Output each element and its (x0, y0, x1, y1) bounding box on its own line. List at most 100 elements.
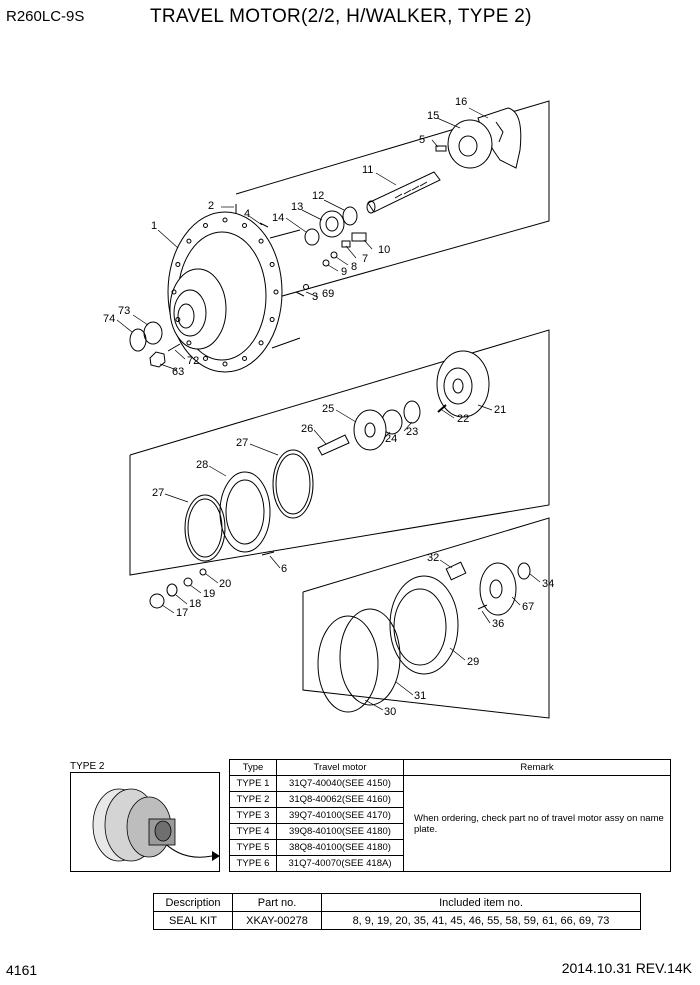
motor-cell: 39Q8-40100(SEE 4180) (276, 823, 404, 840)
callout-28: 28 (196, 459, 209, 471)
bolt-hole (171, 289, 177, 295)
callout-24: 24 (385, 433, 398, 445)
callout-34: 34 (542, 578, 555, 590)
part-25-retainer-plate (353, 409, 387, 451)
callout-16: 16 (455, 96, 468, 108)
part-10-piston (351, 232, 367, 242)
table-row: SEAL KIT XKAY-00278 8, 9, 19, 20, 35, 41… (153, 911, 641, 930)
part-63-nut (149, 351, 166, 368)
type-table: Type Travel motor Remark TYPE 1 31Q7-400… (229, 759, 671, 872)
bolt-hole (273, 289, 279, 295)
type-cell: TYPE 1 (229, 775, 277, 792)
callout-29: 29 (467, 656, 480, 668)
part-69-oring (303, 284, 309, 290)
included-items-header: Included item no. (321, 893, 641, 912)
callout-27-upper: 27 (236, 437, 249, 449)
part-no-cell: XKAY-00278 (232, 911, 322, 930)
date-revision: 2014.10.31 REV.14K (561, 960, 692, 976)
part-21-cylinder-block (436, 350, 490, 418)
callout-26: 26 (301, 423, 314, 435)
callout-67: 67 (522, 601, 535, 613)
callout-20: 20 (219, 578, 232, 590)
callout-8: 8 (351, 261, 358, 273)
part-72-screw (167, 343, 181, 352)
part-26-piston (317, 434, 350, 456)
part-30-seal (317, 615, 379, 713)
remark-header: Remark (403, 759, 671, 776)
part-3-plug (295, 291, 305, 297)
part-67-plate (479, 562, 517, 616)
remark-cell: When ordering, check part no of travel m… (403, 775, 671, 872)
bolt-hole (202, 222, 208, 228)
table-row: TYPE 2 31Q8-40062(SEE 4160) (229, 791, 671, 808)
callout-4: 4 (244, 208, 251, 220)
part-6-pin (261, 551, 275, 556)
part-36-pin (477, 604, 488, 610)
motor-cell: 31Q7-40070(SEE 418A) (276, 855, 404, 872)
description-cell: SEAL KIT (153, 911, 233, 930)
part-22-pin (437, 404, 447, 413)
bolt-hole (269, 261, 275, 267)
part-17-check-valve (149, 593, 165, 609)
part-5-pin (435, 145, 447, 152)
part-11-shaft (366, 171, 441, 214)
leader-lines (116, 107, 541, 711)
part-9-oring (322, 259, 330, 267)
model-code: R260LC-9S (6, 8, 85, 25)
callout-32: 32 (427, 552, 440, 564)
part-1-housing (167, 211, 301, 373)
section-boundaries (129, 100, 550, 719)
callout-23: 23 (406, 426, 419, 438)
table-row: TYPE 1 31Q7-40040(SEE 4150) When orderin… (229, 775, 671, 872)
callout-19: 19 (203, 588, 216, 600)
callout-25: 25 (322, 403, 335, 415)
callout-74: 74 (103, 313, 116, 325)
part-18-plug (166, 583, 178, 597)
callout-1: 1 (151, 220, 158, 232)
callout-31: 31 (414, 690, 427, 702)
motor-cell: 39Q7-40100(SEE 4170) (276, 807, 404, 824)
part-12-ring (342, 206, 358, 226)
description-header: Description (153, 893, 233, 912)
bolt-hole (175, 317, 181, 323)
part-28-separator-plate (219, 471, 271, 553)
part-32-spring (445, 561, 467, 581)
callout-21: 21 (494, 404, 507, 416)
callout-6: 6 (281, 563, 288, 575)
part-no-header: Part no. (232, 893, 322, 912)
callout-2: 2 (208, 200, 215, 212)
callout-5: 5 (419, 134, 426, 146)
motor-cell: 31Q8-40062(SEE 4160) (276, 791, 404, 808)
part-14-ring (304, 228, 320, 246)
bolt-hole (222, 217, 228, 223)
page-number: 4161 (6, 962, 38, 978)
part-73-ring (143, 321, 163, 345)
callout-12: 12 (312, 190, 325, 202)
type-cell: TYPE 3 (229, 807, 277, 824)
callout-17: 17 (176, 607, 189, 619)
bolt-hole (202, 356, 208, 362)
part-7-spool (341, 240, 351, 248)
type-cell: TYPE 4 (229, 823, 277, 840)
bolt-hole (186, 238, 192, 244)
callout-18: 18 (189, 598, 202, 610)
part-19-oring (183, 577, 193, 587)
bolt-hole (186, 340, 192, 346)
bolt-hole (222, 361, 228, 367)
part-74-ring (129, 328, 147, 352)
callout-14: 14 (272, 212, 285, 224)
part-27-friction-plate-left (184, 494, 226, 562)
callout-13: 13 (291, 201, 304, 213)
callout-22: 22 (457, 413, 470, 425)
travel-motor-header: Travel motor (276, 759, 404, 776)
bolt-hole (242, 222, 248, 228)
callout-69: 69 (322, 288, 335, 300)
callout-10: 10 (378, 244, 391, 256)
callout-3: 3 (312, 291, 319, 303)
seal-kit-table: Description Part no. Included item no. S… (153, 893, 641, 930)
callout-36: 36 (492, 618, 505, 630)
part-4-pin (259, 222, 269, 228)
type-cell: TYPE 2 (229, 791, 277, 808)
type-header: Type (229, 759, 277, 776)
